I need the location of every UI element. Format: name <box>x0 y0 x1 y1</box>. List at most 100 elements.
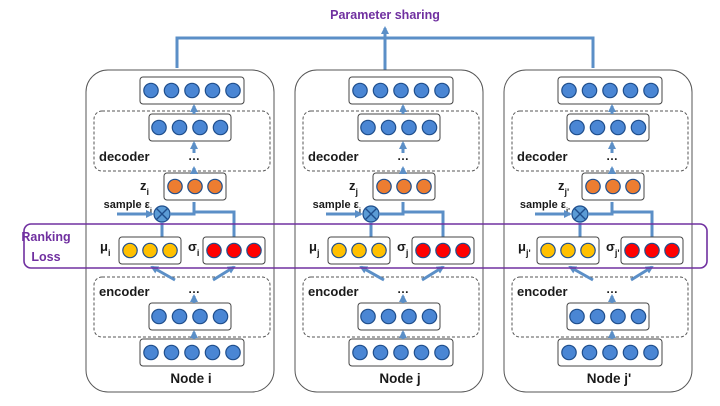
decoder-ellipsis: … <box>397 149 409 163</box>
output-neuron <box>581 82 598 99</box>
z-neuron <box>167 178 183 195</box>
input-neuron <box>163 344 180 361</box>
z-neuron <box>187 178 203 195</box>
output-neuron <box>225 82 241 99</box>
decoder-neuron <box>360 119 376 136</box>
encoder-to-mu-arrow <box>359 265 385 282</box>
encoder-neuron <box>151 308 167 325</box>
input-neuron <box>184 344 200 361</box>
output-neuron <box>561 82 577 99</box>
z-neuron <box>207 178 223 195</box>
sample-epsilon-label: sample εj <box>313 199 361 215</box>
z-neuron <box>585 178 601 195</box>
encoder-label: encoder <box>308 284 359 299</box>
mu-neuron <box>351 242 367 259</box>
encoder-label: encoder <box>99 284 150 299</box>
mu-neuron <box>540 242 556 259</box>
sigma-neuron <box>246 242 262 259</box>
ranking-loss-label-line1: Ranking <box>21 230 70 244</box>
sigma-neuron <box>206 242 222 259</box>
output-neuron <box>622 82 639 99</box>
encoder-ellipsis: … <box>188 282 200 296</box>
ranking-loss-label-line2: Loss <box>31 250 60 264</box>
sigma-neuron <box>644 242 660 259</box>
input-neuron <box>581 344 598 361</box>
sigma-branch <box>612 210 654 238</box>
encoder-box <box>511 276 689 338</box>
z-label: zj <box>349 178 358 197</box>
multiply-symbol <box>574 208 586 220</box>
sample-epsilon-label: sample εi <box>104 199 152 215</box>
mu-neuron <box>162 242 178 259</box>
encoder-ellipsis: … <box>606 282 618 296</box>
decoder-neuron <box>151 119 167 136</box>
column-container <box>85 69 275 393</box>
decoder-label: decoder <box>99 149 150 164</box>
z-label: zj' <box>558 178 569 197</box>
multiply-to-z <box>588 202 614 216</box>
decoder-neuron <box>192 119 208 136</box>
decoder-neuron <box>421 119 438 136</box>
decoder-neuron <box>569 119 585 136</box>
decoder-ellipsis: … <box>606 149 618 163</box>
encoder-neuron <box>171 308 188 325</box>
sigma-neuron <box>415 242 431 259</box>
encoder-neuron <box>360 308 376 325</box>
sigma-neuron <box>226 242 242 259</box>
sigma-neuron <box>455 242 471 259</box>
mu-label: μi <box>100 239 111 258</box>
decoder-box <box>511 110 689 172</box>
output-neuron <box>184 82 200 99</box>
encoder-to-sigma-arrow <box>421 265 445 282</box>
encoder-to-sigma-arrow <box>212 265 236 282</box>
encoder-neuron <box>192 308 208 325</box>
decoder-neuron <box>380 119 397 136</box>
encoder-neuron <box>569 308 585 325</box>
encoder-neuron <box>212 308 229 325</box>
ranking-loss-box: Ranking Loss <box>21 223 708 269</box>
input-neuron <box>622 344 639 361</box>
encoder-neuron <box>589 308 606 325</box>
column-container <box>503 69 693 393</box>
decoder-neuron <box>589 119 606 136</box>
encoder-neuron <box>630 308 647 325</box>
decoder-label: decoder <box>308 149 359 164</box>
sigma-label: σi <box>188 239 199 258</box>
encoder-neuron <box>610 308 626 325</box>
decoder-ellipsis: … <box>188 149 200 163</box>
output-neuron <box>393 82 409 99</box>
column-node-j': decoder…zj'sample εj'μj'σj'encoder…Node … <box>503 69 693 393</box>
multiply-to-z <box>379 202 405 216</box>
mu-label: μj <box>309 239 320 258</box>
input-neuron <box>602 344 618 361</box>
column-container <box>294 69 484 393</box>
encoder-to-mu-arrow <box>568 265 594 282</box>
mu-neuron <box>122 242 138 259</box>
encoder-neuron <box>401 308 417 325</box>
encoder-box <box>302 276 480 338</box>
mu-neuron <box>580 242 596 259</box>
encoder-ellipsis: … <box>397 282 409 296</box>
mu-neuron <box>560 242 576 259</box>
input-neuron <box>434 344 450 361</box>
sigma-neuron <box>435 242 451 259</box>
encoder-to-mu-arrow <box>150 265 176 282</box>
sigma-neuron <box>624 242 640 259</box>
decoder-box <box>302 110 480 172</box>
output-neuron <box>143 82 159 99</box>
decoder-neuron <box>171 119 188 136</box>
sigma-neuron <box>664 242 680 259</box>
output-neuron <box>204 82 221 99</box>
sample-epsilon-label: sample εj' <box>520 199 570 215</box>
encoder-neuron <box>380 308 397 325</box>
output-neuron <box>602 82 618 99</box>
sigma-label: σj' <box>606 239 620 258</box>
encoder-label: encoder <box>517 284 568 299</box>
output-neuron <box>163 82 180 99</box>
z-neuron <box>625 178 641 195</box>
node-label: Node j' <box>587 371 631 386</box>
input-neuron <box>561 344 577 361</box>
